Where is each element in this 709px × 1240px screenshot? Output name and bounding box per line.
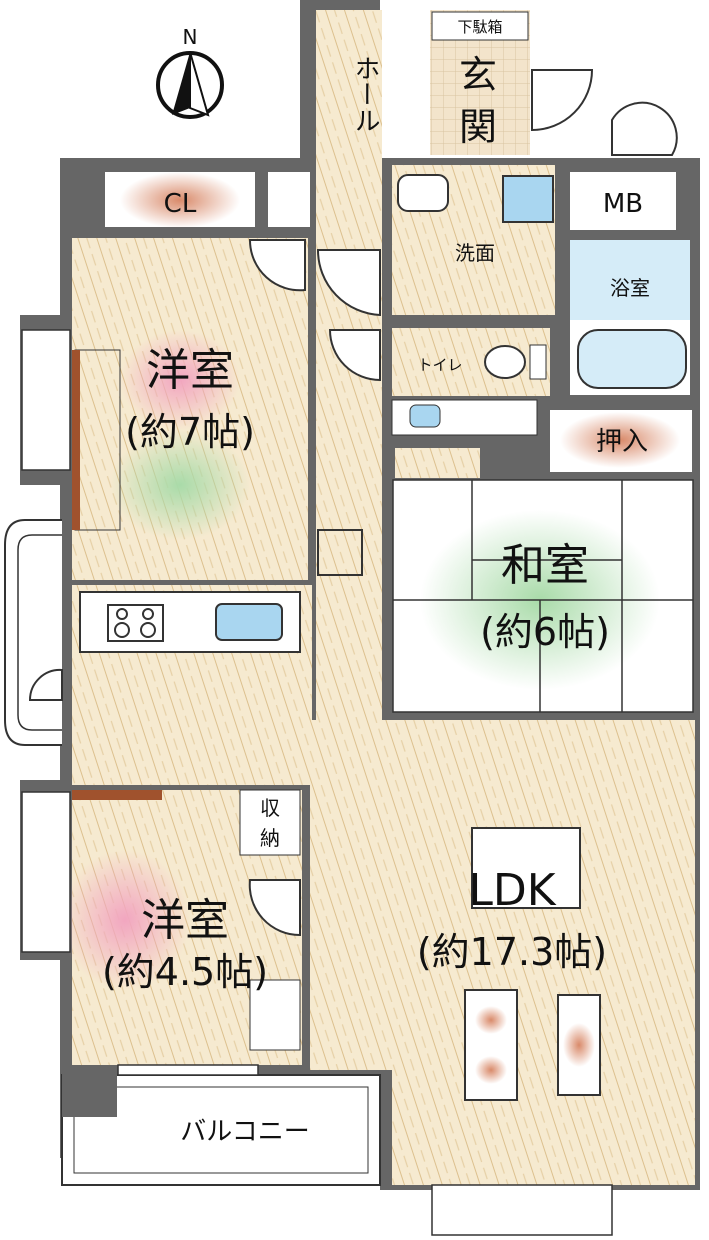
compass-label: N [183, 25, 198, 49]
balcony-label: バルコニー [180, 1117, 309, 1147]
sink-icon [215, 603, 283, 641]
washbasin-icon [397, 174, 449, 212]
western7-name: 洋室 [146, 345, 234, 396]
western7-size: (約7帖) [125, 410, 255, 454]
doors [28, 69, 678, 937]
toilet-icon [484, 345, 526, 379]
mb-label: MB [603, 189, 643, 219]
washitsu-name: 和室 [501, 540, 589, 591]
senmen-label: 洗面 [455, 241, 495, 265]
ldk-name: LDK [468, 865, 556, 916]
compass-icon: N [156, 25, 224, 119]
storage-label-1: 収 [260, 796, 280, 820]
dining-table [471, 827, 581, 909]
western45-name: 洋室 [141, 895, 229, 946]
desk [249, 979, 301, 1051]
washitsu-size: (約6帖) [480, 610, 610, 654]
storage [239, 789, 301, 856]
bathtub [577, 329, 687, 389]
hall-label: ホール [350, 55, 380, 133]
mb [570, 172, 676, 230]
windows [21, 329, 613, 1236]
ldk-size: (約17.3帖) [417, 930, 607, 974]
closet-label: CL [164, 189, 197, 219]
small-storage [268, 172, 310, 227]
bath-label: 浴室 [610, 276, 650, 300]
washer-icon [502, 175, 554, 223]
tatami-lines [393, 480, 693, 712]
stove-icon [107, 604, 164, 642]
genkan-label-1: 玄 [459, 53, 497, 97]
getabako-label: 下駄箱 [457, 18, 502, 36]
getabako [431, 11, 529, 41]
genkan-label-2: 関 [459, 105, 497, 149]
western45-size: (約4.5帖) [102, 950, 268, 994]
toilet-room [392, 328, 550, 396]
toilet-label: トイレ [417, 356, 462, 374]
oshiire-label: 押入 [596, 427, 648, 457]
storage-label-2: 納 [260, 826, 280, 850]
side-balcony [4, 519, 62, 746]
